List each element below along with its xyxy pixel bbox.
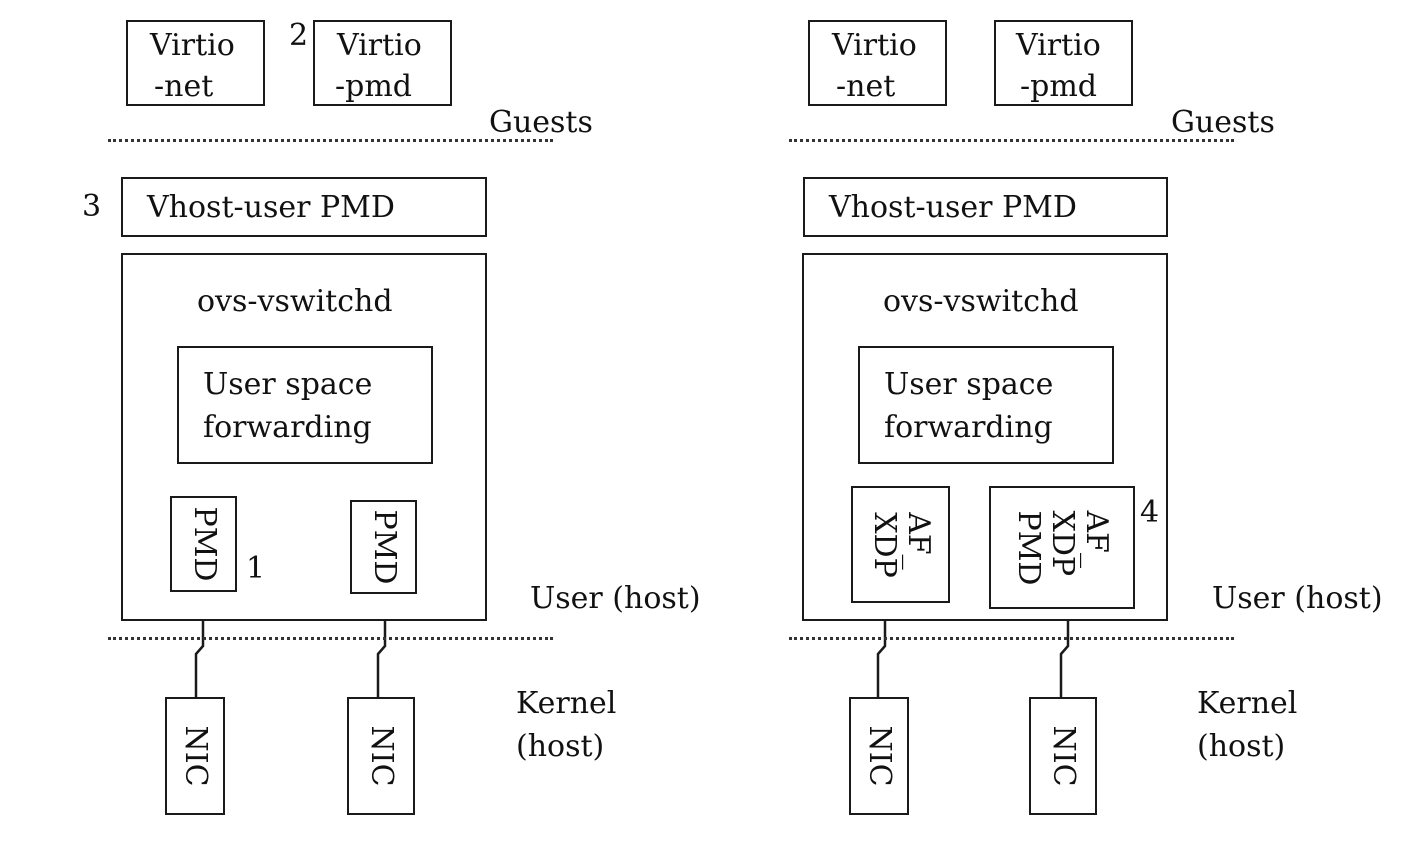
guest-virtio-net-line2: -net <box>154 69 214 104</box>
user-space-forwarding-box: User space forwarding <box>858 346 1114 464</box>
forwarding-line1: User space <box>203 367 373 402</box>
guests-divider <box>789 139 1234 142</box>
right-diagram: Virtio -net Virtio -pmd Guests Vhost-use… <box>681 0 1383 850</box>
ovs-vswitchd-box: ovs-vswitchd User space forwarding PMD 1… <box>121 253 487 621</box>
nic-box-1: NIC <box>849 697 909 815</box>
guest-virtio-pmd-box: Virtio -pmd <box>994 20 1133 106</box>
guest-virtio-net-box: Virtio -net <box>808 20 947 106</box>
nic-1-label: NIC <box>862 725 897 787</box>
guest-virtio-net-box: Virtio -net <box>126 20 265 106</box>
guest-virtio-net-line2: -net <box>836 69 896 104</box>
nic-2-label: NIC <box>1046 725 1081 787</box>
kernel-label-line1: Kernel <box>1197 686 1298 721</box>
af-xdp-port: AF_ XDP <box>851 486 950 603</box>
guest-virtio-net-line1: Virtio <box>150 28 235 63</box>
forwarding-line2: forwarding <box>203 410 372 445</box>
af-xdp-pmd-port-label: AF_ XDP PMD <box>1011 510 1114 585</box>
guests-divider <box>108 139 553 142</box>
ovs-vswitchd-label: ovs-vswitchd <box>197 284 393 319</box>
user-host-label: User (host) <box>530 581 701 616</box>
pmd-port-1-label: PMD <box>186 506 222 582</box>
guest-virtio-pmd-line1: Virtio <box>1016 28 1101 63</box>
guests-label: Guests <box>489 105 593 140</box>
pmd-port-2: PMD <box>350 500 417 594</box>
vhost-user-pmd-box: Vhost-user PMD <box>803 177 1168 237</box>
user-host-label: User (host) <box>1212 581 1383 616</box>
af-xdp-port-label: AF_ XDP <box>866 511 936 578</box>
nic-box-1: NIC <box>165 697 225 815</box>
guest-virtio-pmd-line1: Virtio <box>337 28 422 63</box>
ovs-vswitchd-box: ovs-vswitchd User space forwarding AF_ X… <box>802 253 1168 621</box>
marker-1: 1 <box>246 551 266 586</box>
forwarding-line1: User space <box>884 367 1054 402</box>
marker-3: 3 <box>82 189 102 224</box>
kernel-label-line2: (host) <box>1197 729 1286 764</box>
kernel-label-line1: Kernel <box>516 686 617 721</box>
guest-virtio-net-line1: Virtio <box>832 28 917 63</box>
guests-label: Guests <box>1171 105 1275 140</box>
nic-2-label: NIC <box>364 725 399 787</box>
vhost-user-pmd-label: Vhost-user PMD <box>147 190 395 225</box>
marker-4: 4 <box>1140 495 1160 530</box>
vhost-user-pmd-box: Vhost-user PMD <box>121 177 487 237</box>
guest-virtio-pmd-line2: -pmd <box>335 69 412 104</box>
nic-1-label: NIC <box>178 725 213 787</box>
marker-2: 2 <box>289 18 309 53</box>
ovs-vswitchd-label: ovs-vswitchd <box>883 284 1079 319</box>
kernel-label-line2: (host) <box>516 729 605 764</box>
user-space-forwarding-box: User space forwarding <box>177 346 433 464</box>
af-xdp-pmd-port: AF_ XDP PMD <box>989 486 1135 609</box>
pmd-port-1: PMD <box>170 496 237 592</box>
nic-box-2: NIC <box>347 697 415 815</box>
guest-virtio-pmd-box: Virtio -pmd <box>313 20 452 106</box>
left-diagram: Virtio -net 2 Virtio -pmd Guests 3 Vhost… <box>82 18 701 815</box>
guest-virtio-pmd-line2: -pmd <box>1020 69 1097 104</box>
forwarding-line2: forwarding <box>884 410 1053 445</box>
pmd-port-2-label: PMD <box>366 509 402 585</box>
user-kernel-divider <box>789 637 1234 640</box>
nic-box-2: NIC <box>1029 697 1097 815</box>
vhost-user-pmd-label: Vhost-user PMD <box>829 190 1077 225</box>
user-kernel-divider <box>108 637 553 640</box>
